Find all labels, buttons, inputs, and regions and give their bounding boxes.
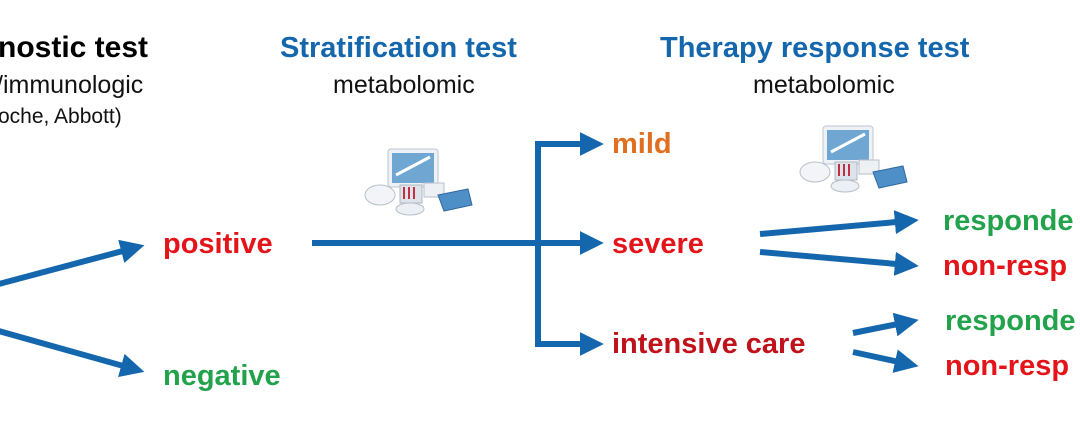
arrow-ic-to-responder	[852, 312, 919, 337]
node-ic-non-responder: non-resp	[945, 350, 1070, 382]
arrow-to-positive	[0, 239, 145, 287]
arrow-ic-to-non-responder	[852, 349, 919, 373]
node-mild: mild	[612, 128, 672, 160]
arrow-severe-to-non-responder	[759, 249, 919, 276]
diagnostic-test-title: nostic test	[0, 31, 149, 64]
therapy-response-test-subtitle: metabolomic	[753, 71, 895, 99]
node-intensive-care: intensive care	[612, 328, 806, 360]
node-severe-responder: responde	[943, 205, 1074, 237]
node-positive: positive	[163, 228, 273, 260]
node-severe: severe	[612, 228, 704, 260]
therapy-response-test-title: Therapy response test	[660, 32, 970, 64]
node-ic-responder: responde	[945, 305, 1076, 337]
test-kit-icon	[799, 125, 908, 193]
arrow-severe-to-responder	[759, 210, 919, 237]
diagnostic-test-subtitle: /immunologic	[0, 71, 144, 99]
arrow-to-negative	[0, 328, 145, 377]
stratification-test-title: Stratification test	[280, 32, 517, 64]
node-severe-non-responder: non-resp	[943, 250, 1068, 282]
diagnostic-test-vendors: oche, Abbott)	[0, 105, 122, 128]
test-kit-icon	[364, 148, 473, 216]
stratification-test-subtitle: metabolomic	[333, 71, 475, 99]
node-negative: negative	[163, 360, 281, 392]
